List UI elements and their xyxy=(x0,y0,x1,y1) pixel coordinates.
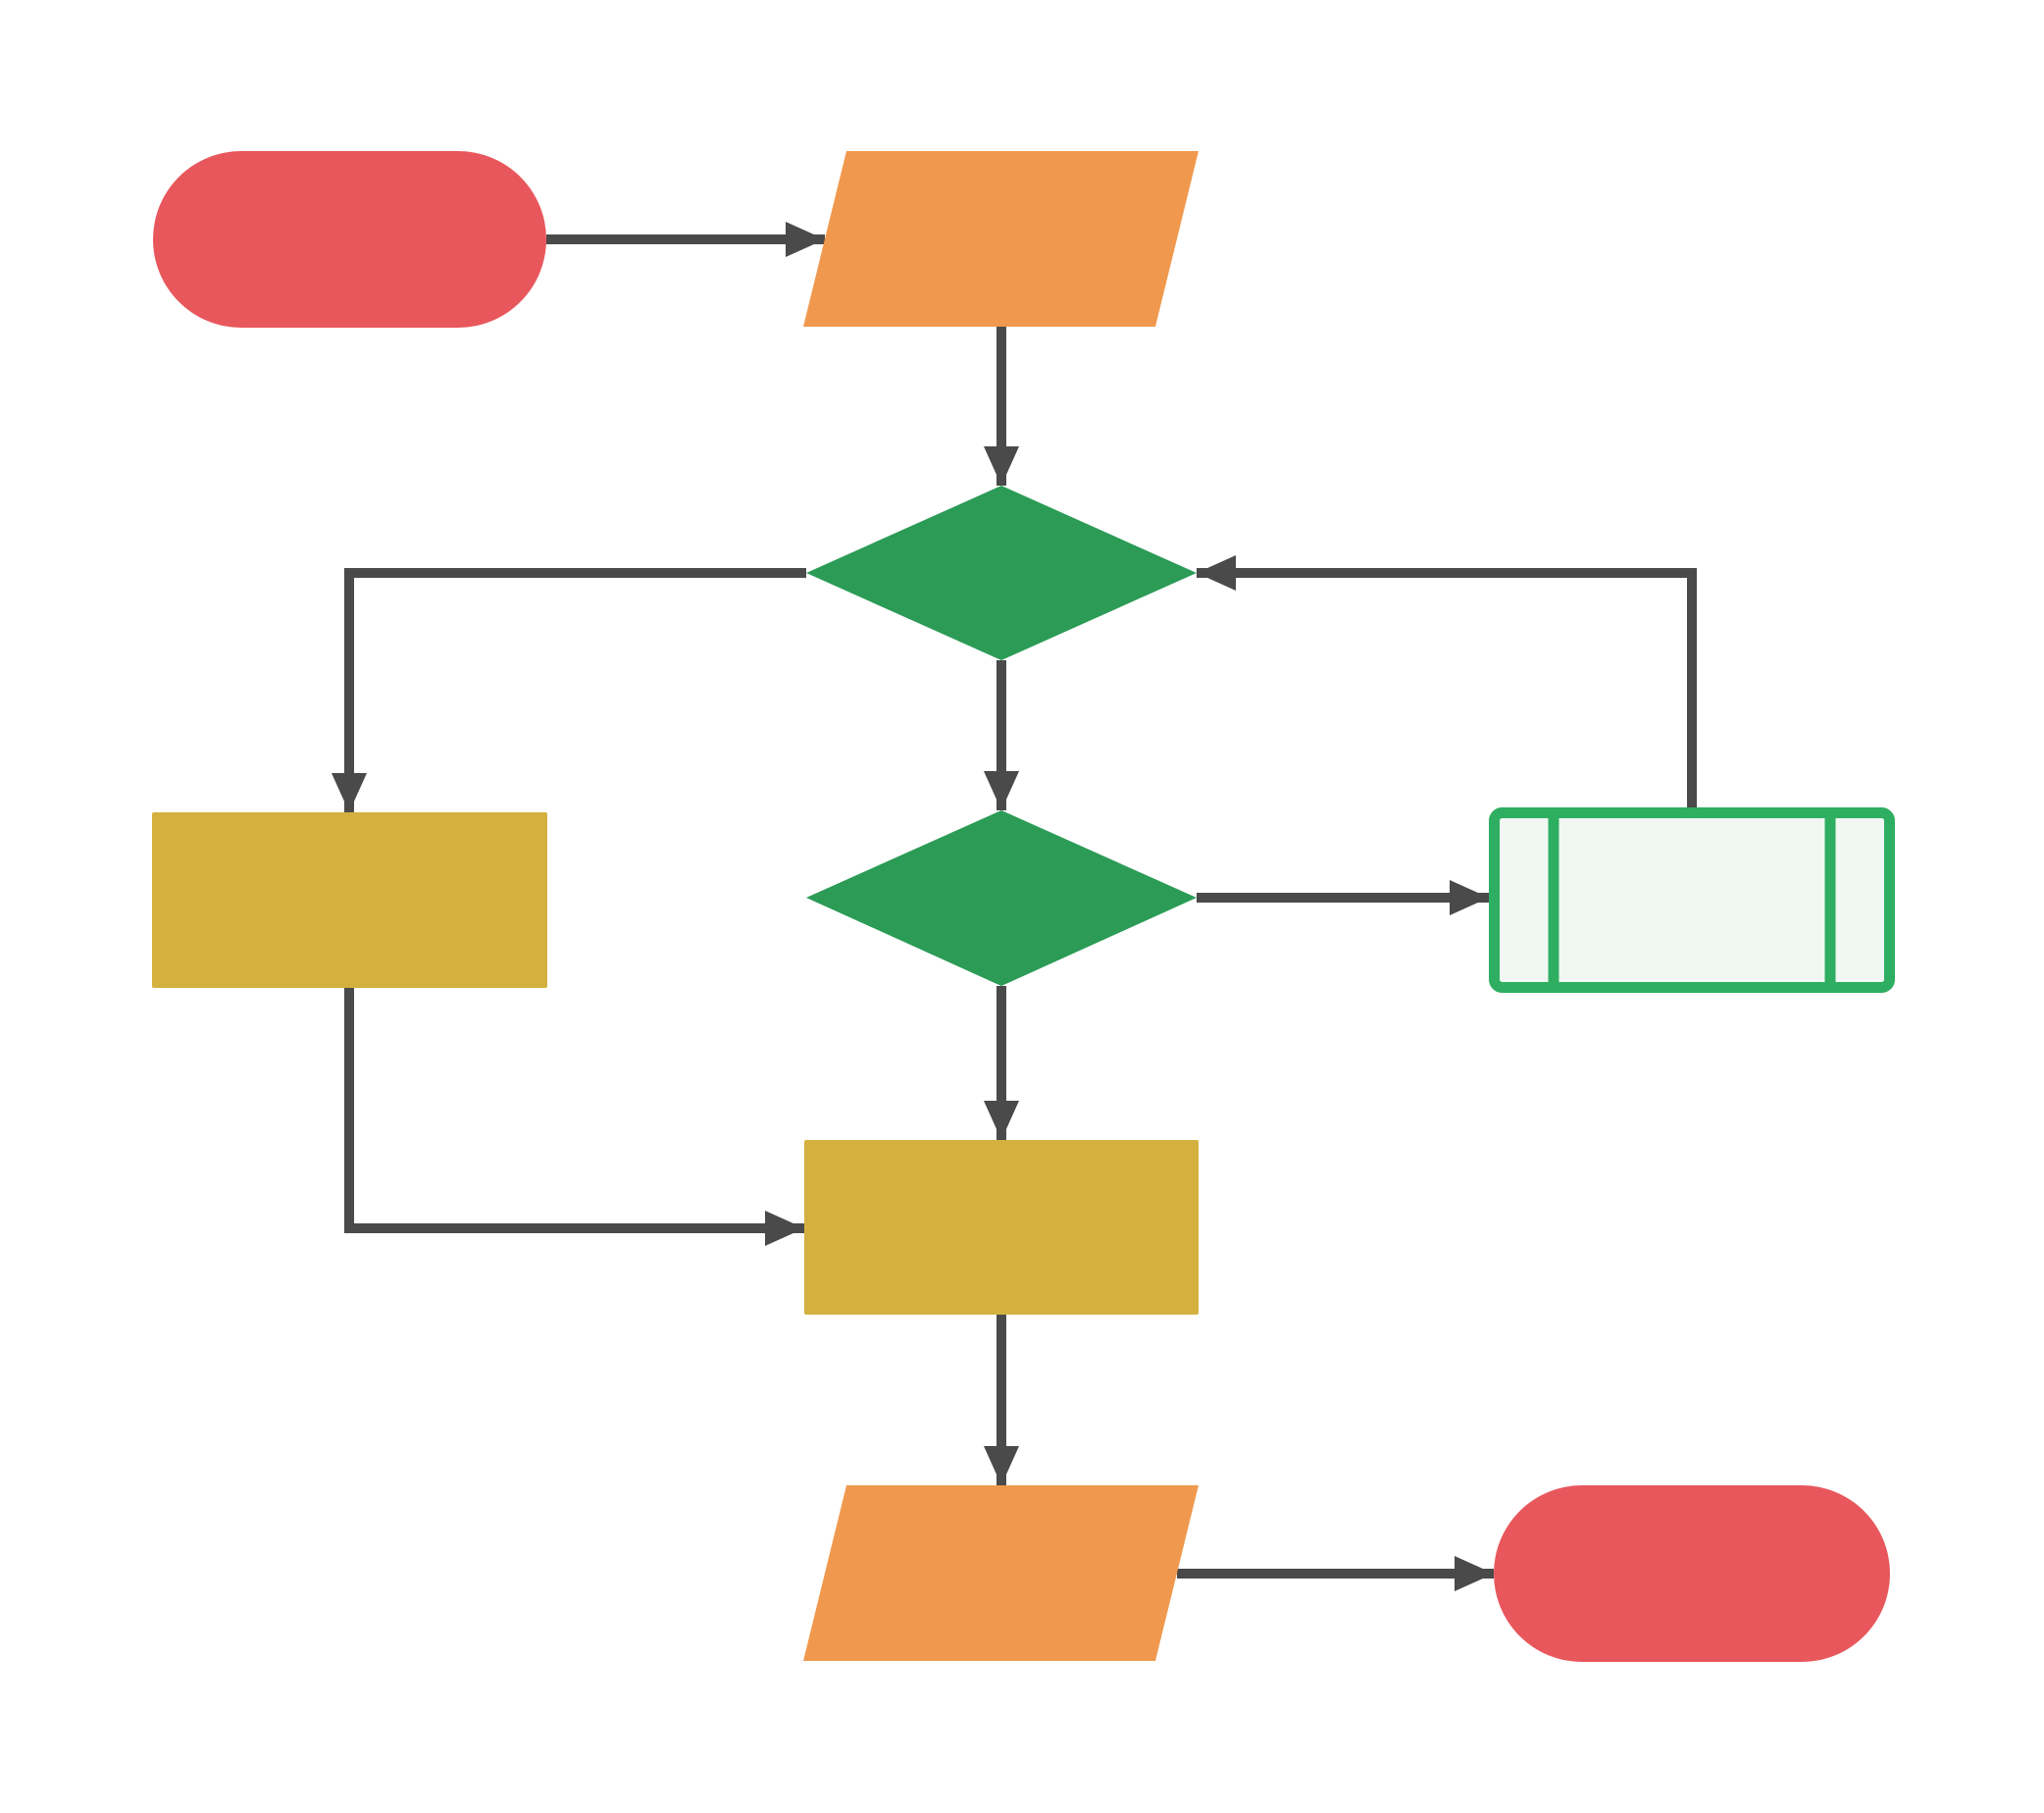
process-rect-center xyxy=(804,1140,1199,1315)
decision-diamond-lower xyxy=(806,810,1197,986)
edges-layer xyxy=(332,222,1697,1591)
predefined-process-box xyxy=(1489,807,1895,993)
decision-diamond-upper xyxy=(806,486,1197,660)
predefined-process-box-border xyxy=(1489,807,1895,993)
connector-subroutine-to-decision1 xyxy=(1197,555,1697,807)
io-parallelogram-top xyxy=(803,151,1199,327)
nodes-layer xyxy=(152,151,1895,1662)
connector-decision1-to-process-left xyxy=(332,568,806,812)
io-parallelogram-bottom xyxy=(803,1485,1199,1661)
connector-process-left-to-center xyxy=(344,988,804,1246)
start-terminator xyxy=(153,151,546,328)
process-rect-left xyxy=(152,812,547,988)
end-terminator xyxy=(1494,1485,1890,1662)
